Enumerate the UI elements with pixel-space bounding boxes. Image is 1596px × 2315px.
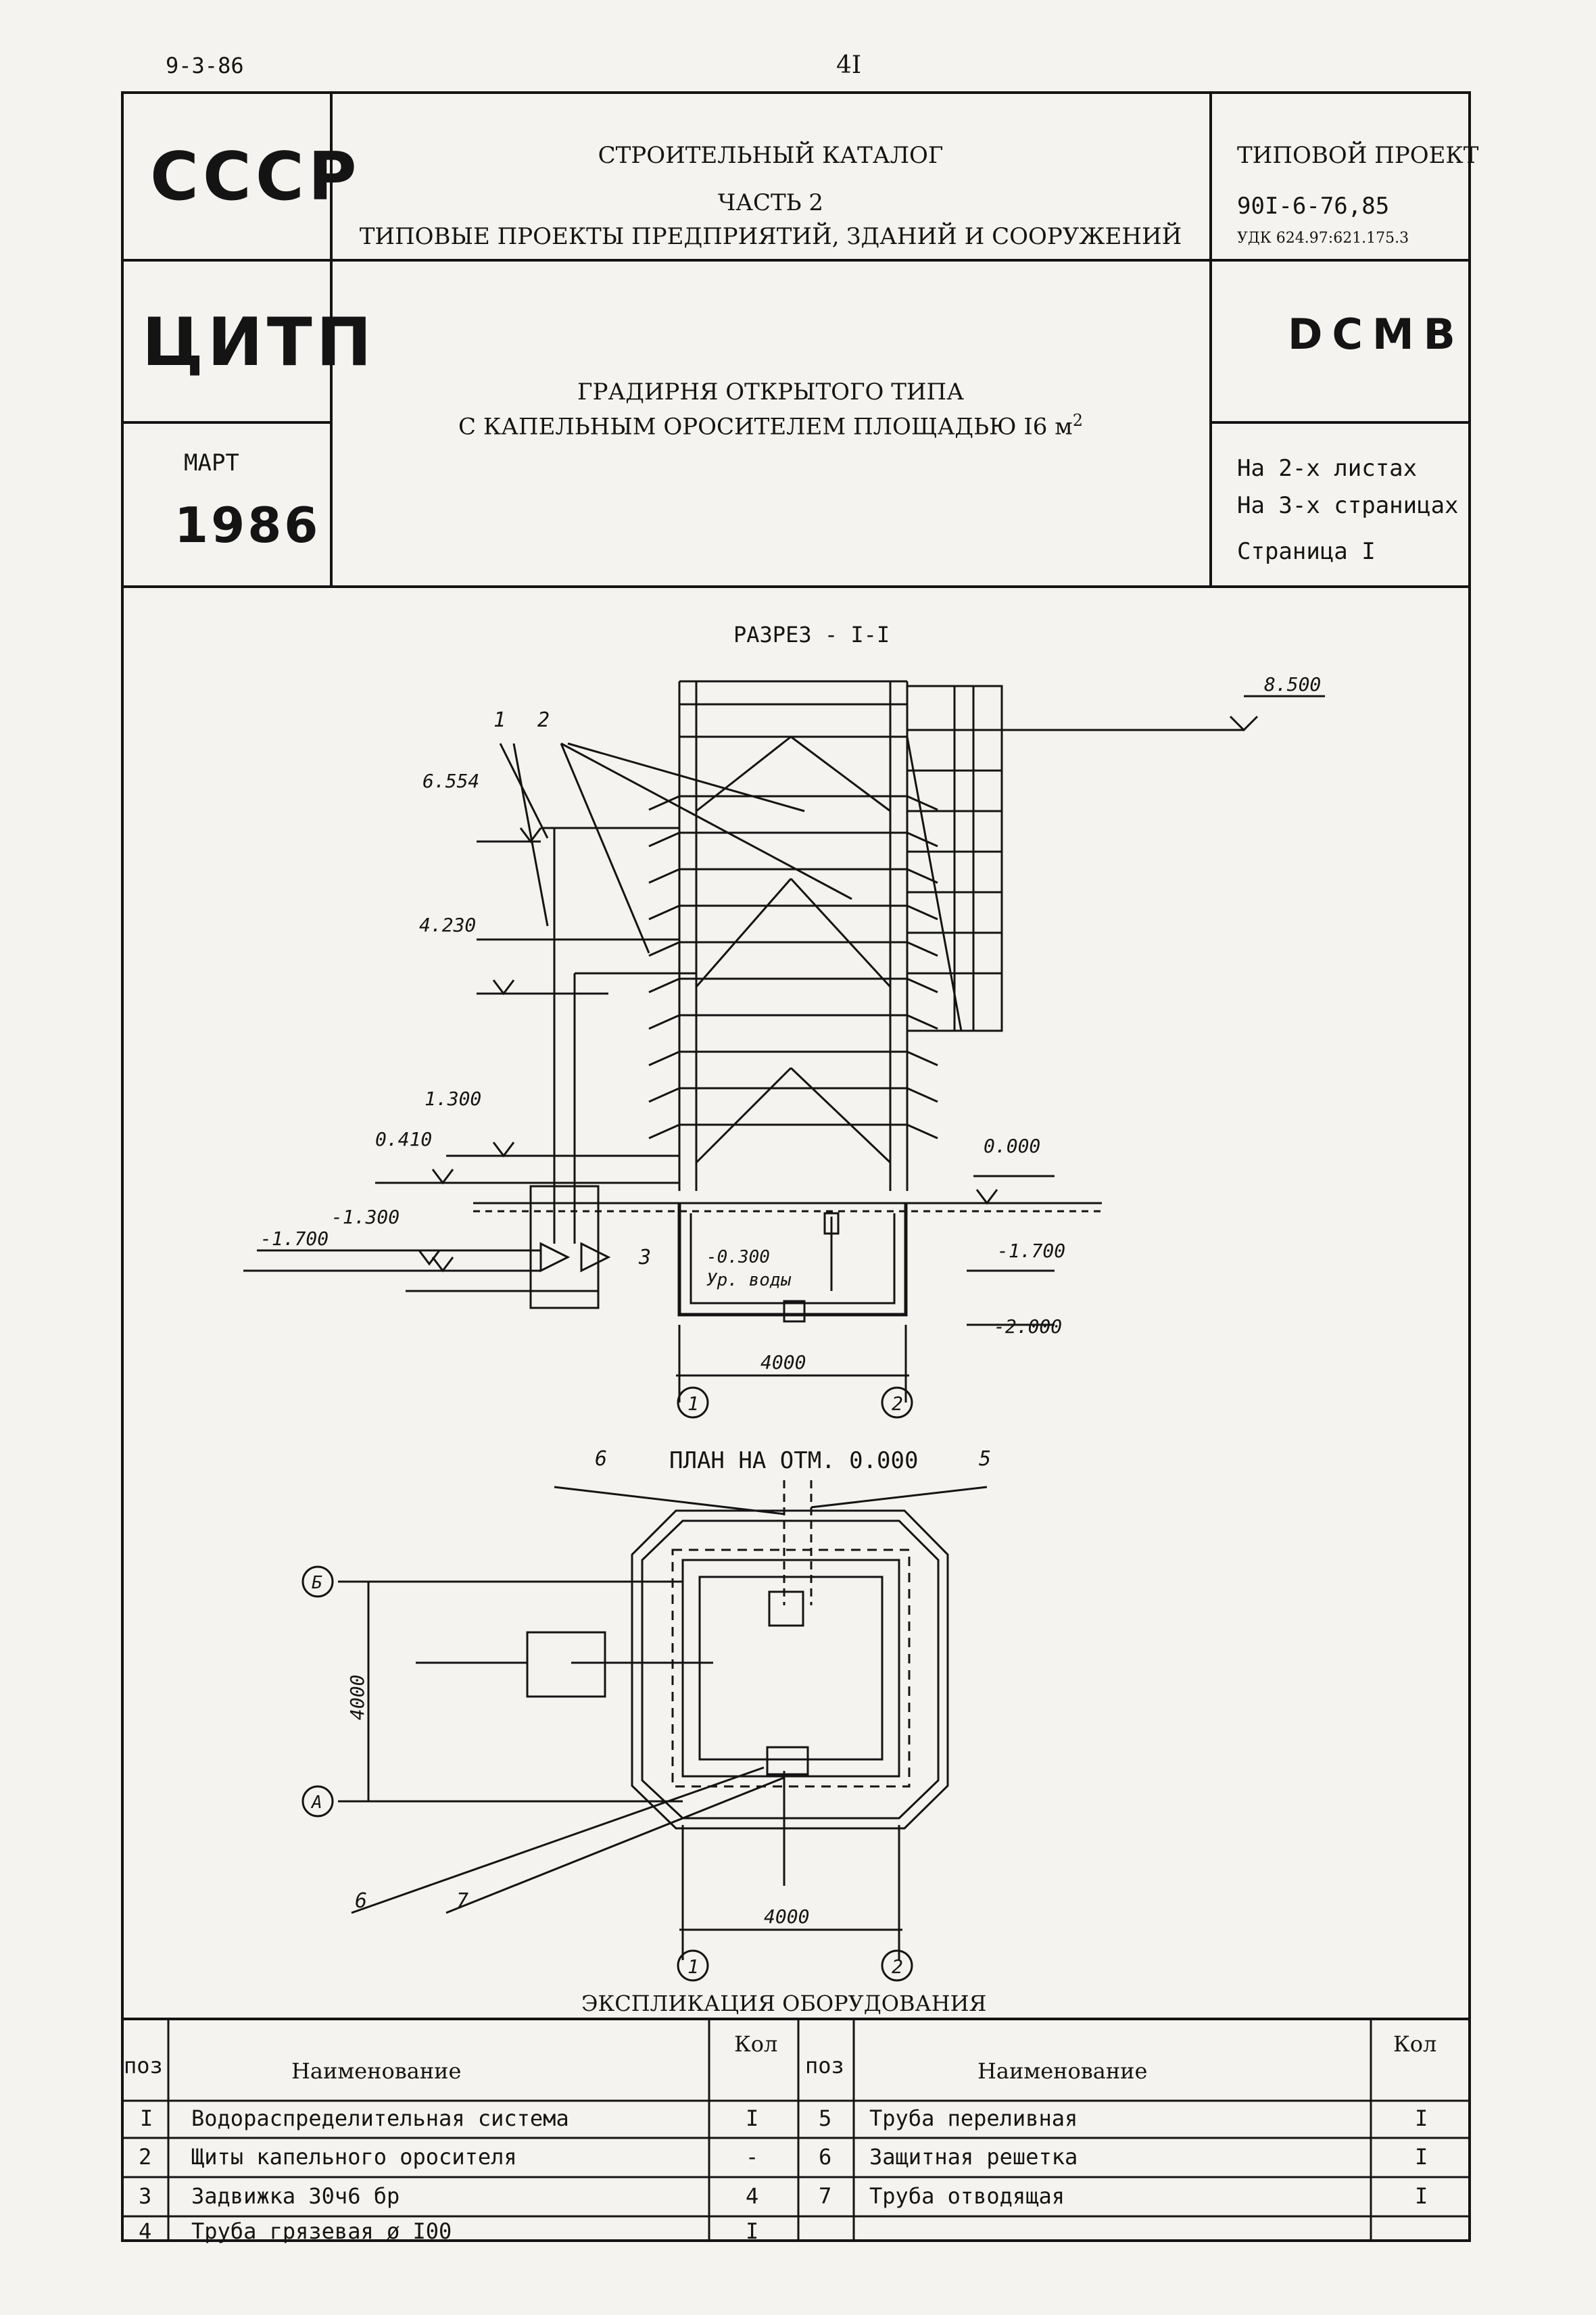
- row-name: Защитная решетка: [869, 2144, 1078, 2170]
- mark-minus-1300: -1.300: [331, 1206, 400, 1228]
- mark-8500: 8.500: [1264, 673, 1321, 696]
- plan-dimension-horizontal: 4000: [764, 1905, 809, 1928]
- water-level: Ур. воды: [706, 1270, 792, 1290]
- row-qty: I: [746, 2105, 759, 2131]
- tower-frame: [678, 680, 909, 1191]
- mark-0000: 0.000: [984, 1135, 1040, 1157]
- mark-0410: 0.410: [375, 1128, 432, 1150]
- header-qty-left: Кол: [734, 2031, 778, 2057]
- row-qty: 4: [746, 2183, 759, 2209]
- section-dimension: 4000: [760, 1351, 806, 1373]
- header-pos-left: поз: [124, 2053, 163, 2078]
- issue-month: МАРТ: [184, 449, 239, 477]
- axis-b: Б: [312, 1573, 322, 1593]
- row-name: Труба отводящая: [869, 2183, 1065, 2209]
- page-indicator: Страница I: [1237, 538, 1376, 565]
- row-qty: I: [1415, 2105, 1428, 2131]
- louvre-slats: [648, 795, 938, 1140]
- plan-axis-2: 2: [892, 1955, 903, 1978]
- date-code: 9-3-86: [166, 53, 244, 78]
- row-name: Водораспределительная система: [191, 2105, 569, 2131]
- row-qty: -: [746, 2144, 759, 2170]
- basin: [473, 1202, 1102, 1323]
- callout-3: 3: [638, 1246, 651, 1269]
- row-qty: I: [746, 2218, 759, 2244]
- project-label: ТИПОВОЙ ПРОЕКТ: [1237, 142, 1479, 169]
- piping: [406, 827, 696, 1309]
- area-unit-sup: 2: [1072, 411, 1083, 430]
- page-number: 4I: [836, 51, 862, 79]
- plan-callout-6-bottom: 6: [355, 1889, 367, 1913]
- plan-callout-7: 7: [456, 1889, 468, 1913]
- mark-minus-2000: -2.000: [994, 1315, 1062, 1338]
- row-pos: 5: [819, 2105, 832, 2131]
- section-dimensions: [676, 1325, 913, 1419]
- plan-callout-5: 5: [979, 1447, 991, 1471]
- section-title: РАЗРЕЗ - I-I: [733, 622, 890, 648]
- mark-minus-1700-left: -1.700: [260, 1227, 329, 1250]
- equipment-title: ЭКСПЛИКАЦИЯ ОБОРУДОВАНИЯ: [581, 1991, 986, 2016]
- equipment-table-grid: [122, 2018, 1470, 2241]
- row-pos: 4: [139, 2218, 152, 2244]
- side-grid: [906, 685, 1003, 1032]
- catalog-line-1: СТРОИТЕЛЬНЫЙ КАТАЛОГ: [598, 142, 944, 169]
- mark-minus-0300: -0.300: [706, 1247, 770, 1267]
- project-title-line-2: С КАПЕЛЬНЫМ ОРОСИТЕЛЕМ ПЛОЩАДЬЮ I6 м2: [458, 411, 1083, 441]
- plan-dimension-vertical: 4000: [346, 1675, 368, 1720]
- mark-1300: 1.300: [425, 1088, 481, 1110]
- mark-6554: 6.554: [422, 770, 479, 792]
- plan-view: [301, 1480, 988, 1982]
- publisher-logo: DCMB: [1288, 310, 1465, 359]
- callout-2: 2: [537, 708, 550, 732]
- row-name: Труба переливная: [869, 2105, 1078, 2131]
- row-pos: 6: [819, 2144, 832, 2170]
- row-qty: I: [1415, 2144, 1428, 2170]
- row-pos: 2: [139, 2144, 152, 2170]
- header-name-left: Наименование: [291, 2058, 462, 2084]
- catalog-line-2: ЧАСТЬ 2: [717, 189, 824, 216]
- axis-2: 2: [892, 1392, 903, 1415]
- equipment-table: поз Наименование Кол поз Наименование Ко…: [122, 2018, 1470, 2244]
- row-qty: I: [1415, 2183, 1428, 2209]
- row-name: Труба грязевая ø I00: [191, 2218, 452, 2244]
- row-pos: 7: [819, 2183, 832, 2209]
- header-name-right: Наименование: [977, 2058, 1148, 2084]
- org-ussr: СССР: [150, 139, 361, 216]
- row-pos: 3: [139, 2183, 152, 2209]
- axis-1: 1: [687, 1392, 699, 1415]
- issue-year: 1986: [174, 497, 321, 554]
- plan-callout-6-top: 6: [595, 1447, 607, 1471]
- sheets-count: На 2-х листах: [1237, 455, 1418, 482]
- axis-a: А: [310, 1793, 322, 1813]
- mark-minus-1700-right: -1.700: [997, 1240, 1065, 1262]
- callout-1: 1: [493, 708, 506, 732]
- pages-count: На 3-х страницах: [1237, 492, 1459, 519]
- row-name: Щиты капельного оросителя: [191, 2144, 517, 2170]
- header-qty-right: Кол: [1393, 2031, 1437, 2057]
- org-citp: ЦИТП: [142, 304, 376, 381]
- udk-code: УДК 624.97:621.175.3: [1237, 230, 1409, 247]
- row-pos: I: [140, 2105, 153, 2131]
- level-marks: [243, 695, 1325, 1326]
- header-pos-right: поз: [805, 2053, 844, 2078]
- plan-title: ПЛАН НА ОТМ. 0.000: [669, 1447, 918, 1474]
- catalog-line-3: ТИПОВЫЕ ПРОЕКТЫ ПРЕДПРИЯТИЙ, ЗДАНИЙ И СО…: [359, 223, 1182, 250]
- project-code: 90I-6-76,85: [1237, 193, 1390, 220]
- row-name: Задвижка 30ч6 бр: [191, 2183, 400, 2209]
- mark-4230: 4.230: [419, 914, 476, 936]
- project-title-line-1: ГРАДИРНЯ ОТКРЫТОГО ТИПА: [577, 379, 964, 406]
- plan-axis-1: 1: [687, 1955, 699, 1978]
